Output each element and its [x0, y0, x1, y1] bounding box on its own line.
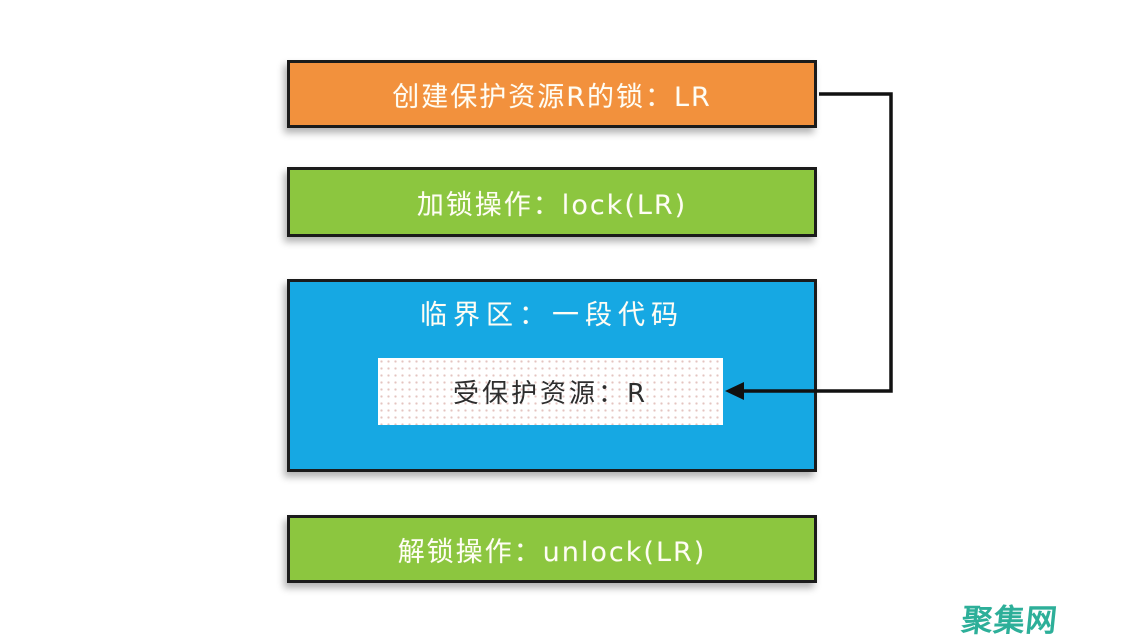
- watermark: 聚集网: [959, 603, 1060, 639]
- box-create-lock-label: 创建保护资源R的锁：LR: [392, 81, 712, 113]
- box-critical-section-label: 临界区：一段代码: [420, 300, 684, 331]
- box-critical-section: 临界区：一段代码: [287, 279, 817, 472]
- box-lock-operation-label: 加锁操作：lock(LR): [416, 189, 688, 221]
- box-protected-resource-label: 受保护资源：R: [452, 379, 649, 409]
- box-lock-operation: 加锁操作：lock(LR): [287, 167, 817, 237]
- box-create-lock: 创建保护资源R的锁：LR: [287, 60, 817, 128]
- box-protected-resource: 受保护资源：R: [378, 358, 723, 425]
- box-unlock-operation-label: 解锁操作：unlock(LR): [397, 536, 707, 568]
- box-unlock-operation: 解锁操作：unlock(LR): [287, 515, 817, 583]
